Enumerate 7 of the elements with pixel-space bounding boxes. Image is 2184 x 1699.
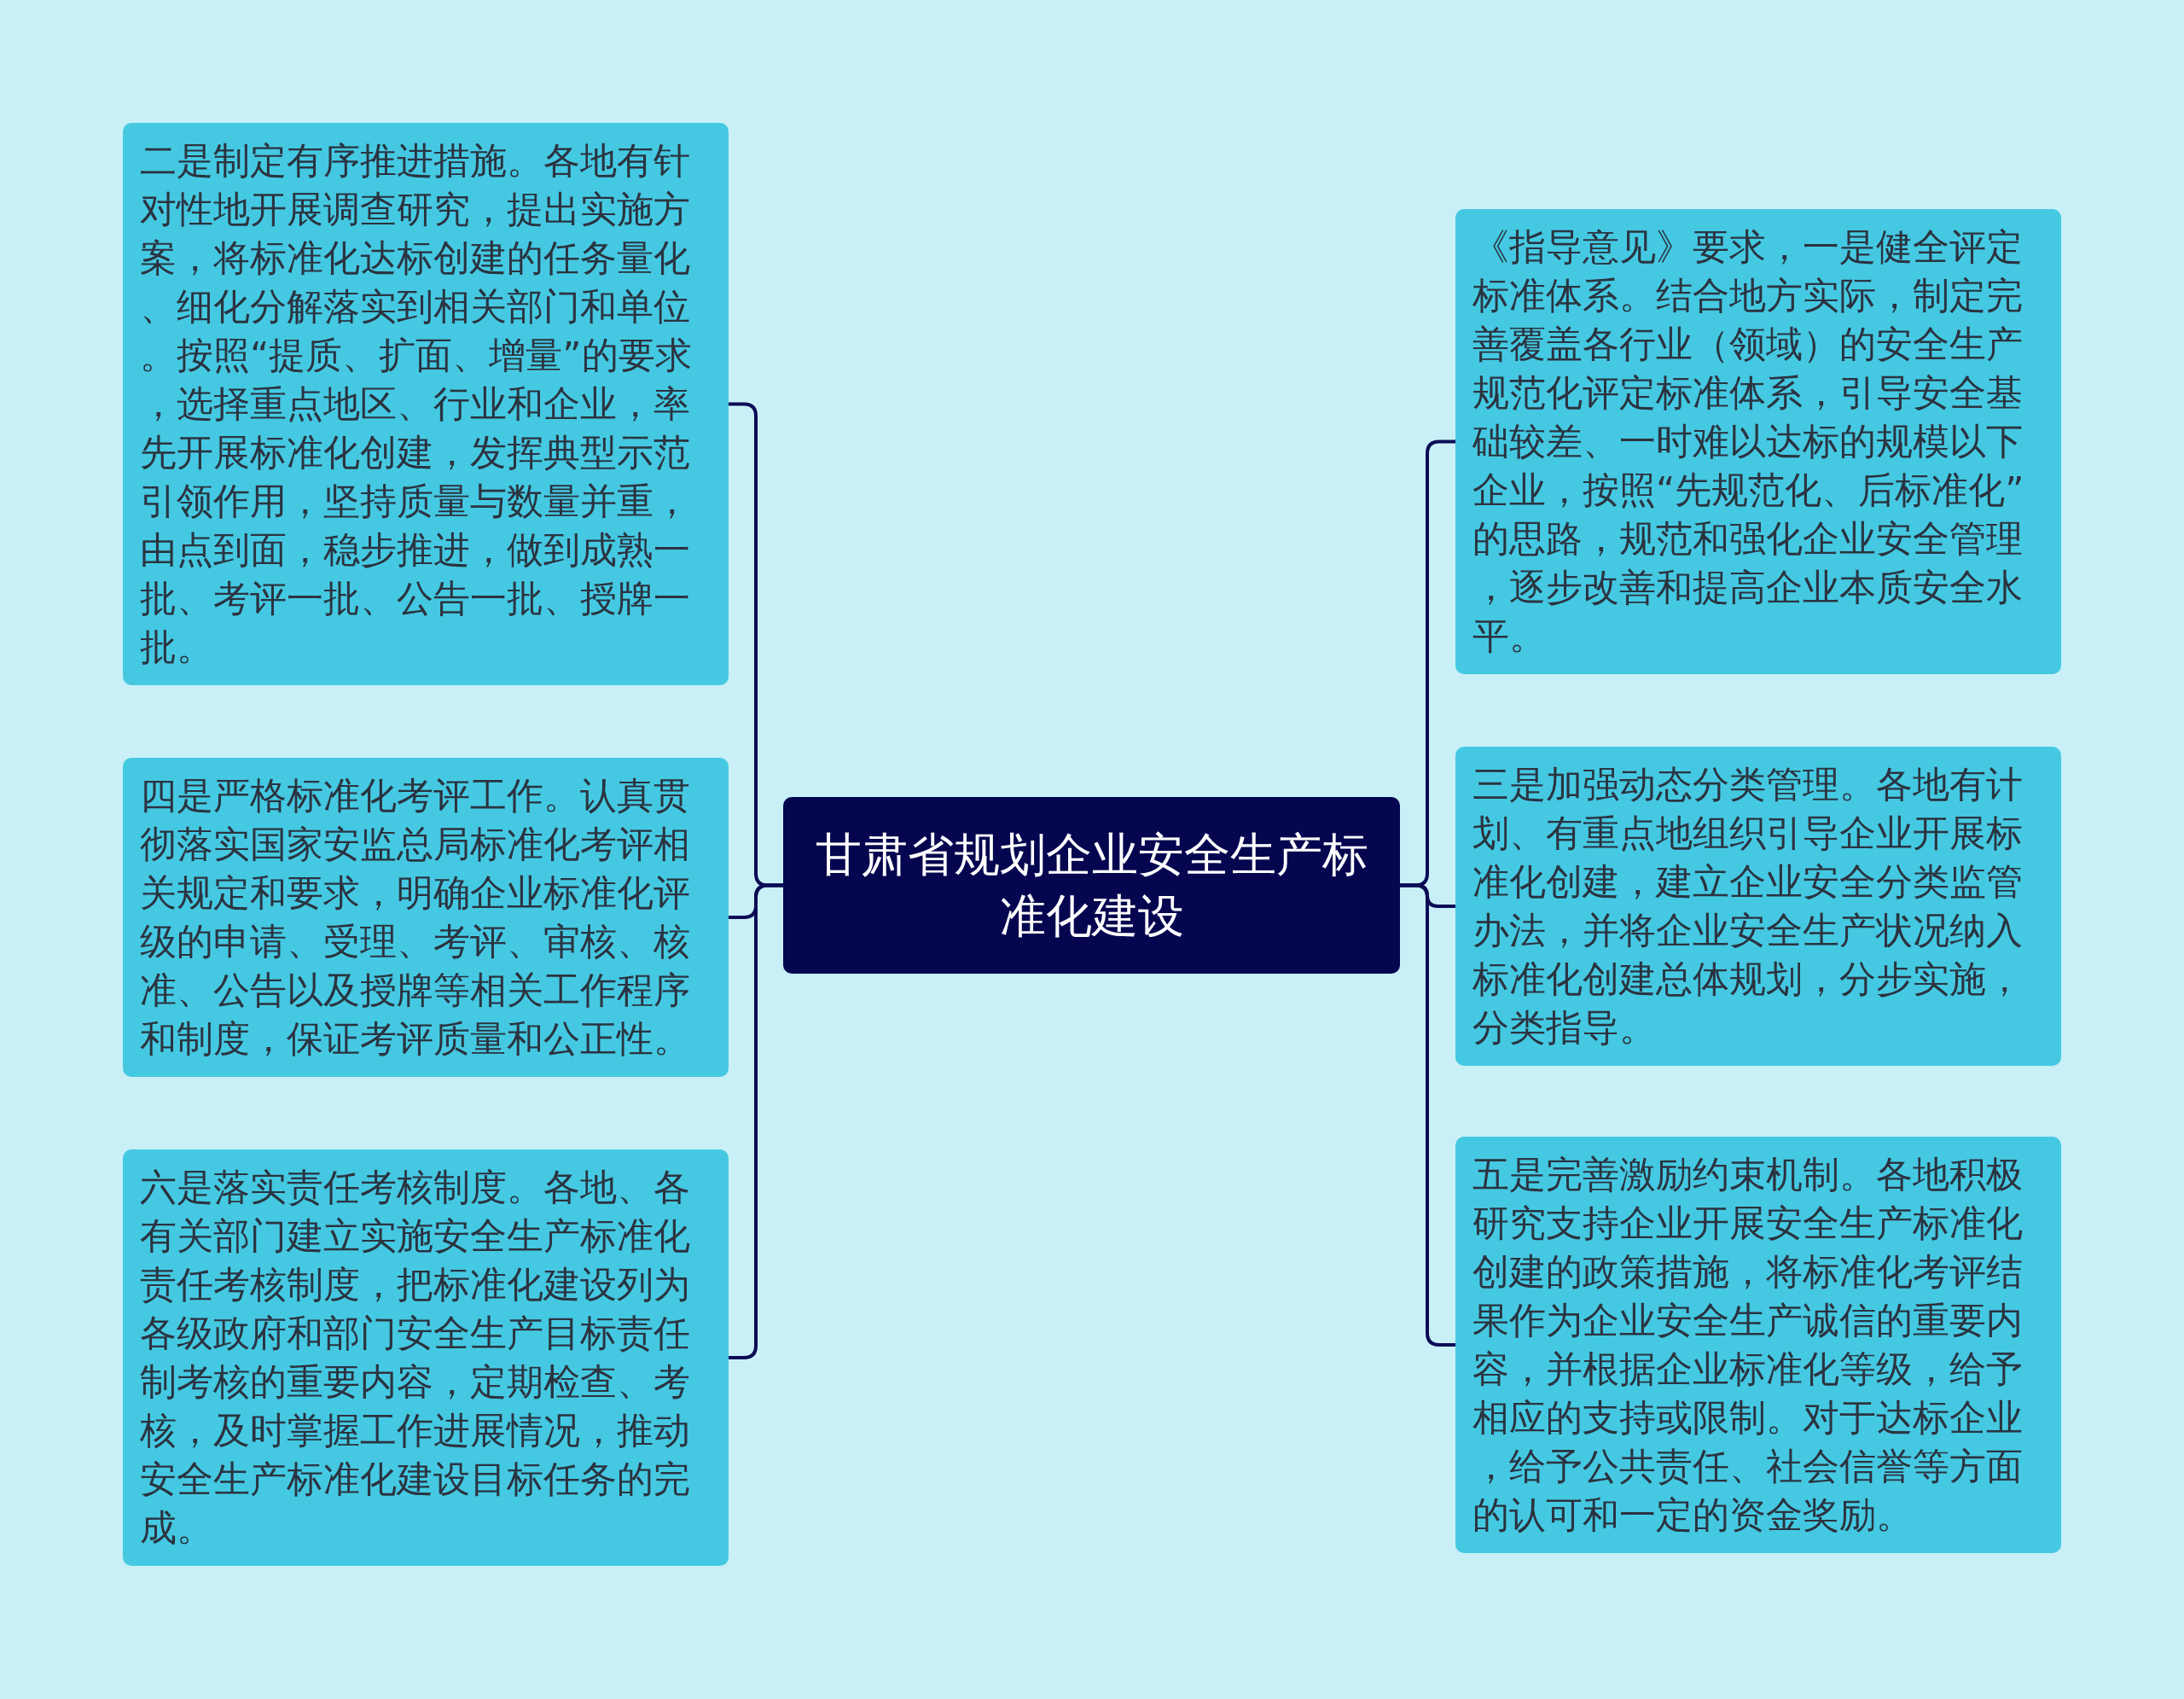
topic-box: 四是严格标准化考评工作。认真贯彻落实国家安监总局标准化考评相关规定和要求，明确企业标准化评级的申请、受理、考评、审核、核准、公告以及授牌等相关工作程序和制度，保证考评质量和公正性。 (123, 758, 729, 1077)
central-topic-box: 甘肃省规划企业安全生产标准化建设 (783, 797, 1400, 974)
topic-box: 二是制定有序推进措施。各地有针对性地开展调查研究，提出实施方案，将标准化达标创建的任务量化、细化分解落实到相关部门和单位。按照“提质、扩面、增量”的要求，选择重点地区、行业和企业，率先开展标准化创建，发挥典型示范引领作用，坚持质量与数量并重，由点到面，稳步推进，做到成熟一批、考评一批、公告一批、授牌一批。 (123, 123, 729, 685)
topic-box: 六是落实责任考核制度。各地、各有关部门建立实施安全生产标准化责任考核制度，把标准化建设列为各级政府和部门安全生产目标责任制考核的重要内容，定期检查、考核，及时掌握工作进展情况，推动安全生产标准化建设目标任务的完成。 (123, 1149, 729, 1566)
topic-box: 五是完善激励约束机制。各地积极研究支持企业开展安全生产标准化创建的政策措施，将标准化考评结果作为企业安全生产诚信的重要内容，并根据企业标准化等级，给予相应的支持或限制。对于达标企业，给予公共责任、社会信誉等方面的认可和一定的资金奖励。 (1455, 1137, 2061, 1553)
topic-box: 三是加强动态分类管理。各地有计划、有重点地组织引导企业开展标准化创建，建立企业安全分类监管办法，并将企业安全生产状况纳入标准化创建总体规划，分步实施，分类指导。 (1455, 747, 2061, 1066)
topic-box: 《指导意见》要求，一是健全评定标准体系。结合地方实际，制定完善覆盖各行业（领域）的安全生产规范化评定标准体系，引导安全基础较差、一时难以达标的规模以下企业，按照“先规范化、后标准化”的思路，规范和强化企业安全管理，逐步改善和提高企业本质安全水平。 (1455, 209, 2061, 674)
